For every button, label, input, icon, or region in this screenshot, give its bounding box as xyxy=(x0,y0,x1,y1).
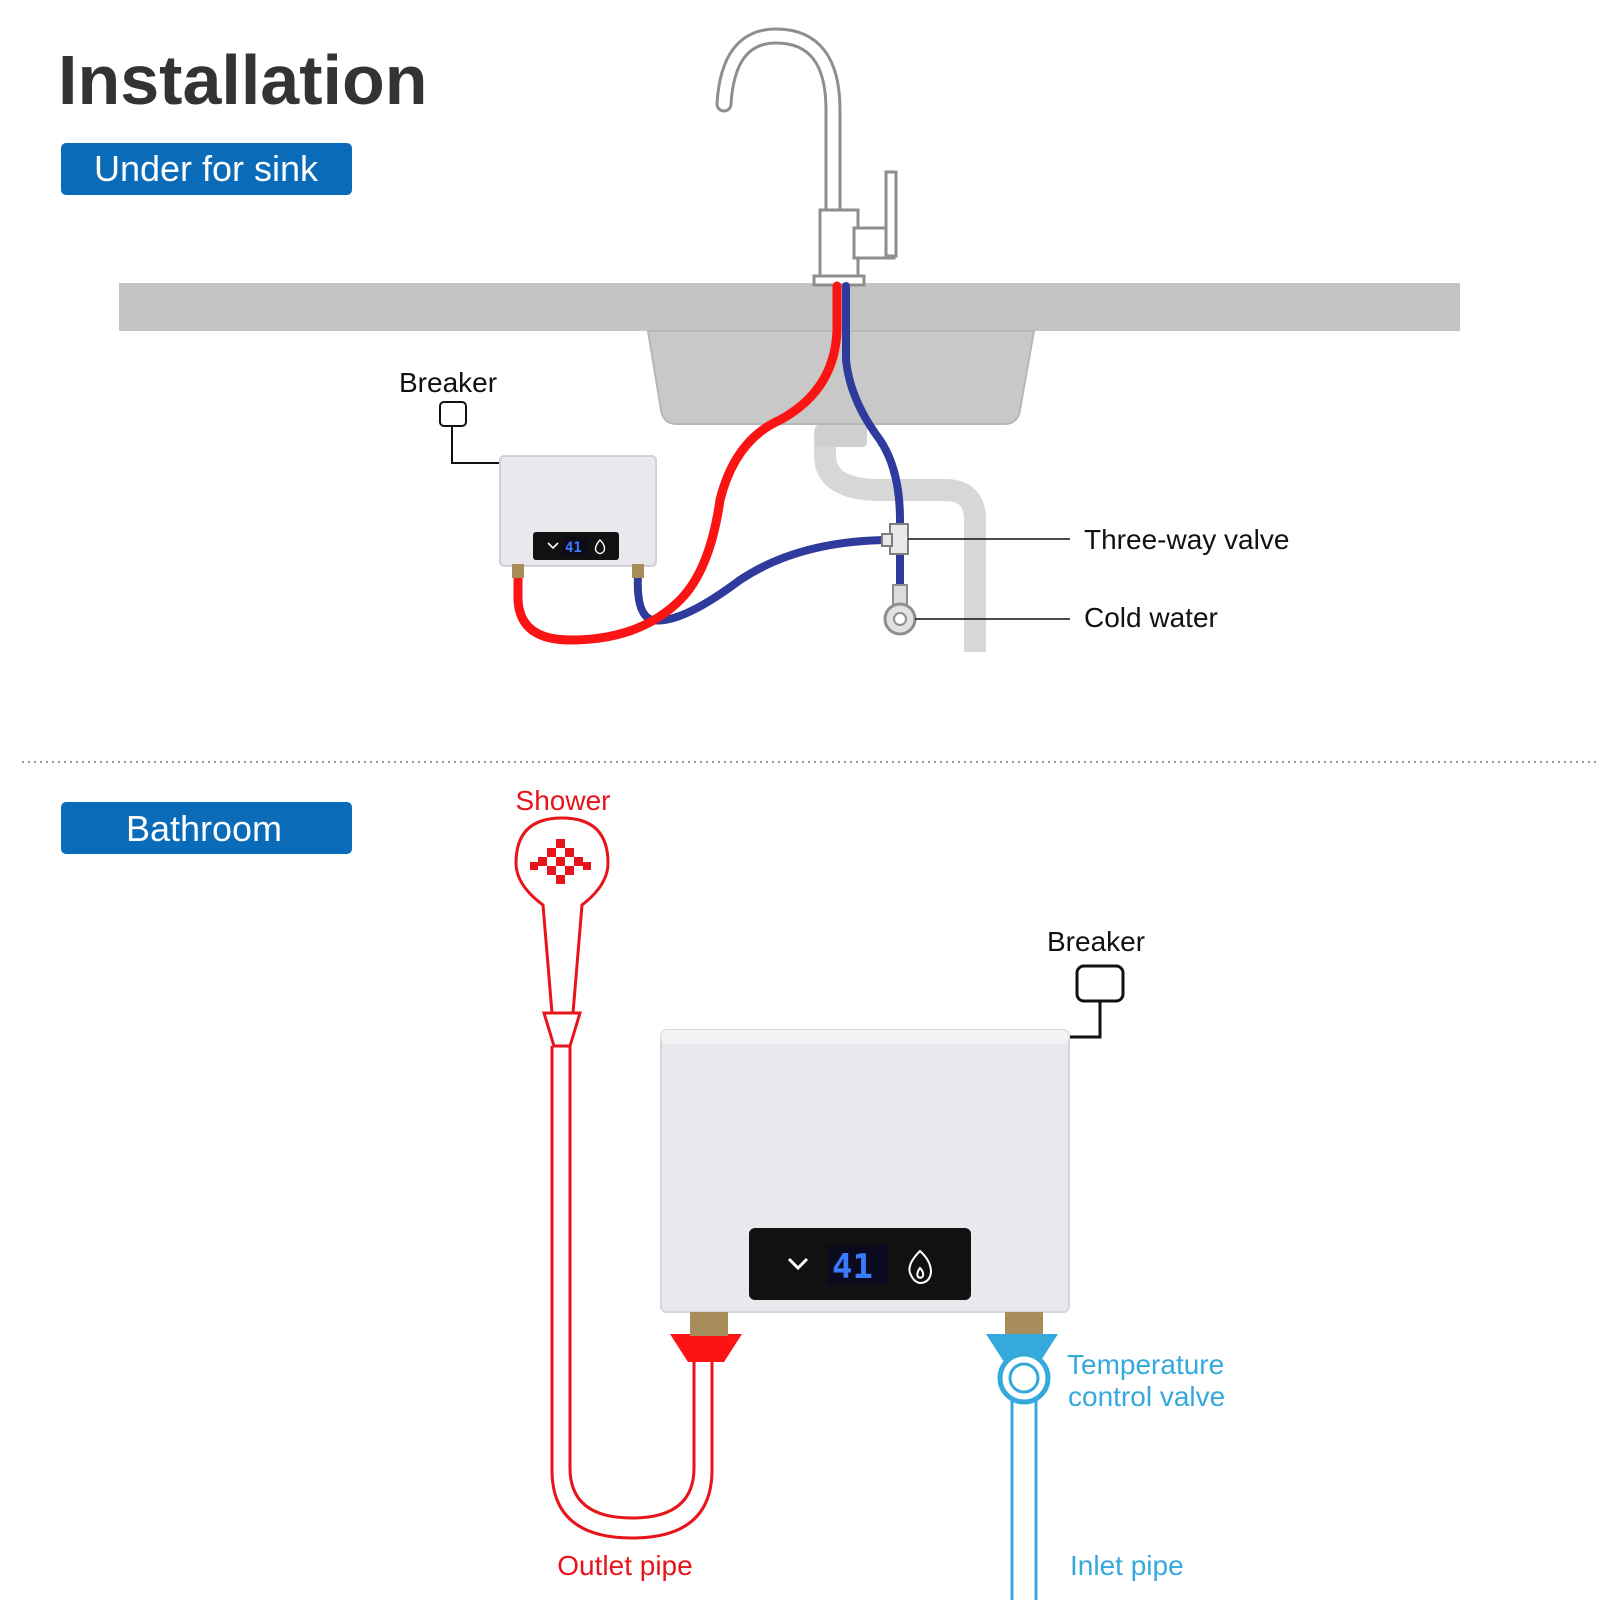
bathroom-heater-display: 41 xyxy=(832,1247,873,1287)
sink-breaker-label: Breaker xyxy=(399,367,497,398)
faucet-icon xyxy=(715,27,898,287)
sink-scene: 41 Breaker Three-way valve Cold water xyxy=(119,27,1460,652)
bathroom-scene: 41 Shower Breaker Temperature control va… xyxy=(514,785,1225,1600)
chevron-down-icon xyxy=(787,1257,809,1271)
outlet-hose xyxy=(550,1046,714,1540)
sink-section-tag-label: Under for sink xyxy=(94,148,319,189)
sink-section-tag: Under for sink xyxy=(61,143,352,195)
heater-cold-inlet-pipe xyxy=(633,536,896,625)
cold-water-valve xyxy=(883,584,1070,636)
temperature-valve-label-line2: control valve xyxy=(1068,1381,1225,1412)
flame-icon xyxy=(908,1249,933,1285)
three-way-valve xyxy=(881,523,1070,555)
sink-breaker xyxy=(439,401,500,464)
sink-basin xyxy=(646,330,1036,425)
cold-water-label: Cold water xyxy=(1084,602,1218,633)
cold-supply-pipe xyxy=(842,282,904,589)
sink-heater-display: 41 xyxy=(565,540,582,556)
temperature-valve-label-line1: Temperature xyxy=(1067,1349,1224,1380)
shower-label: Shower xyxy=(516,785,611,816)
chevron-down-icon xyxy=(547,542,559,550)
drain-pipe xyxy=(814,425,986,652)
outlet-fitting xyxy=(670,1334,742,1362)
bathroom-breaker xyxy=(1068,964,1125,1039)
page-title: Installation xyxy=(58,41,427,119)
three-way-valve-label: Three-way valve xyxy=(1084,524,1289,555)
temperature-control-valve xyxy=(986,1334,1058,1405)
countertop xyxy=(119,283,1460,331)
shower-head-icon xyxy=(514,816,610,1048)
inlet-hose xyxy=(1010,1400,1038,1600)
outlet-pipe-label: Outlet pipe xyxy=(557,1550,692,1581)
bathroom-breaker-label: Breaker xyxy=(1047,926,1145,957)
bathroom-section-tag: Bathroom xyxy=(61,802,352,854)
bathroom-section-tag-label: Bathroom xyxy=(126,808,282,849)
hot-outlet-pipe xyxy=(513,281,842,645)
bathroom-heater: 41 xyxy=(660,1029,1070,1336)
flame-icon xyxy=(594,538,606,555)
inlet-pipe-label: Inlet pipe xyxy=(1070,1550,1184,1581)
sink-heater: 41 xyxy=(499,455,657,578)
